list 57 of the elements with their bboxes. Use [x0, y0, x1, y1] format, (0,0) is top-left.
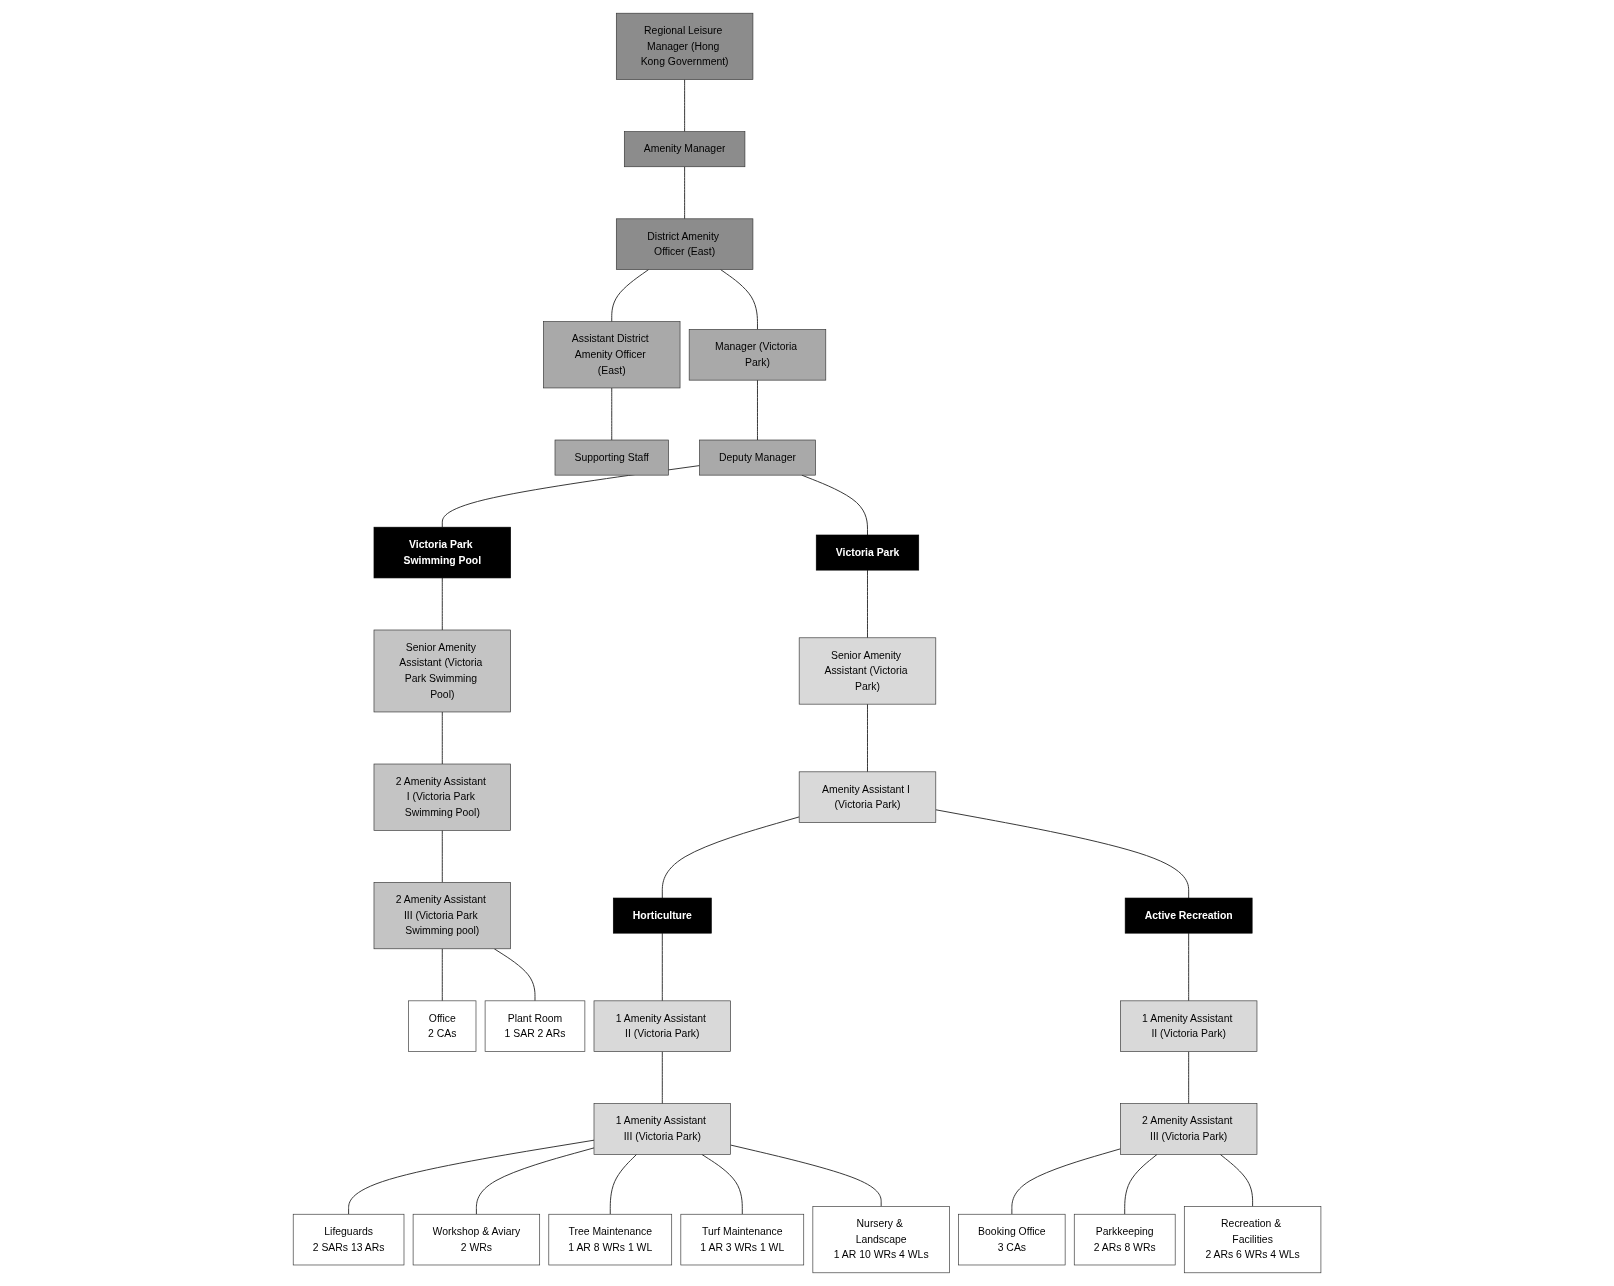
node-box: 2 Amenity Assistant I (Victoria Park Swimming Pool) — [373, 763, 511, 831]
node-box: Manager (Victoria Park) — [688, 329, 827, 381]
connector — [661, 1051, 663, 1105]
node-box: Tree Maintenance 1 AR 8 WRs 1 WL — [548, 1213, 672, 1266]
node-box: Victoria Park Swimming Pool — [373, 526, 511, 579]
node-box: Office 2 CAs — [408, 1000, 477, 1052]
connector — [611, 269, 650, 323]
node-box: Horticulture — [612, 897, 712, 934]
connector — [441, 577, 443, 631]
connector — [441, 711, 443, 765]
node-box: Workshop & Aviary 2 WRs — [412, 1213, 540, 1266]
connector — [493, 948, 536, 1002]
connector — [866, 569, 868, 639]
connector — [720, 269, 758, 330]
node-box: Lifeguards 2 SARs 13 ARs — [292, 1213, 405, 1266]
connector — [756, 379, 758, 441]
node-box: Active Recreation — [1124, 897, 1253, 934]
connector — [1011, 1148, 1121, 1215]
node-box: District Amenity Officer (East) — [615, 218, 754, 270]
node-box: 1 Amenity Assistant II (Victoria Park) — [593, 1000, 731, 1052]
node-box: Victoria Park — [815, 534, 919, 571]
connector — [684, 79, 686, 133]
node-box: 2 Amenity Assistant III (Victoria Park) — [1119, 1103, 1258, 1155]
node-box: Amenity Manager — [623, 131, 746, 168]
connector — [348, 1139, 595, 1215]
node-box: Senior Amenity Assistant (Victoria Park) — [798, 637, 937, 705]
node-box: 1 Amenity Assistant II (Victoria Park) — [1119, 1000, 1258, 1052]
node-box: Plant Room 1 SAR 2 ARs — [484, 1000, 586, 1052]
node-box: Assistant District Amenity Officer (East) — [543, 321, 681, 389]
node-box: 1 Amenity Assistant III (Victoria Park) — [593, 1103, 731, 1155]
node-box: Booking Office 3 CAs — [958, 1213, 1066, 1266]
connector — [1124, 1153, 1158, 1215]
connector — [441, 829, 443, 883]
node-box: Amenity Assistant I (Victoria Park) — [798, 771, 937, 823]
connector — [701, 1153, 743, 1215]
connector — [661, 816, 800, 899]
connector — [866, 703, 868, 773]
node-box: 2 Amenity Assistant III (Victoria Park Swimming pool) — [373, 882, 511, 950]
node-box: Parkkeeping 2 ARs 8 WRs — [1073, 1213, 1176, 1266]
connector — [730, 1144, 882, 1207]
connector — [609, 1153, 638, 1215]
connector — [441, 948, 443, 1002]
connector — [1219, 1153, 1254, 1207]
connector — [611, 387, 613, 441]
connector — [661, 932, 663, 1002]
node-box: Regional Leisure Manager (Hong Kong Government) — [615, 12, 754, 80]
node-box: Nursery & Landscape 1 AR 10 WRs 4 WLs — [812, 1206, 950, 1274]
node-box: Supporting Staff — [554, 439, 669, 476]
node-box: Recreation & Facilities 2 ARs 6 WRs 4 WLs — [1183, 1206, 1322, 1274]
node-box: Senior Amenity Assistant (Victoria Park Swimming Pool) — [373, 629, 511, 713]
connector — [684, 166, 686, 220]
connector — [1188, 932, 1190, 1002]
connector — [935, 809, 1190, 899]
node-box: Deputy Manager — [699, 439, 816, 476]
connector — [475, 1147, 595, 1215]
node-box: Turf Maintenance 1 AR 3 WRs 1 WL — [680, 1213, 804, 1266]
connector — [1188, 1051, 1190, 1105]
